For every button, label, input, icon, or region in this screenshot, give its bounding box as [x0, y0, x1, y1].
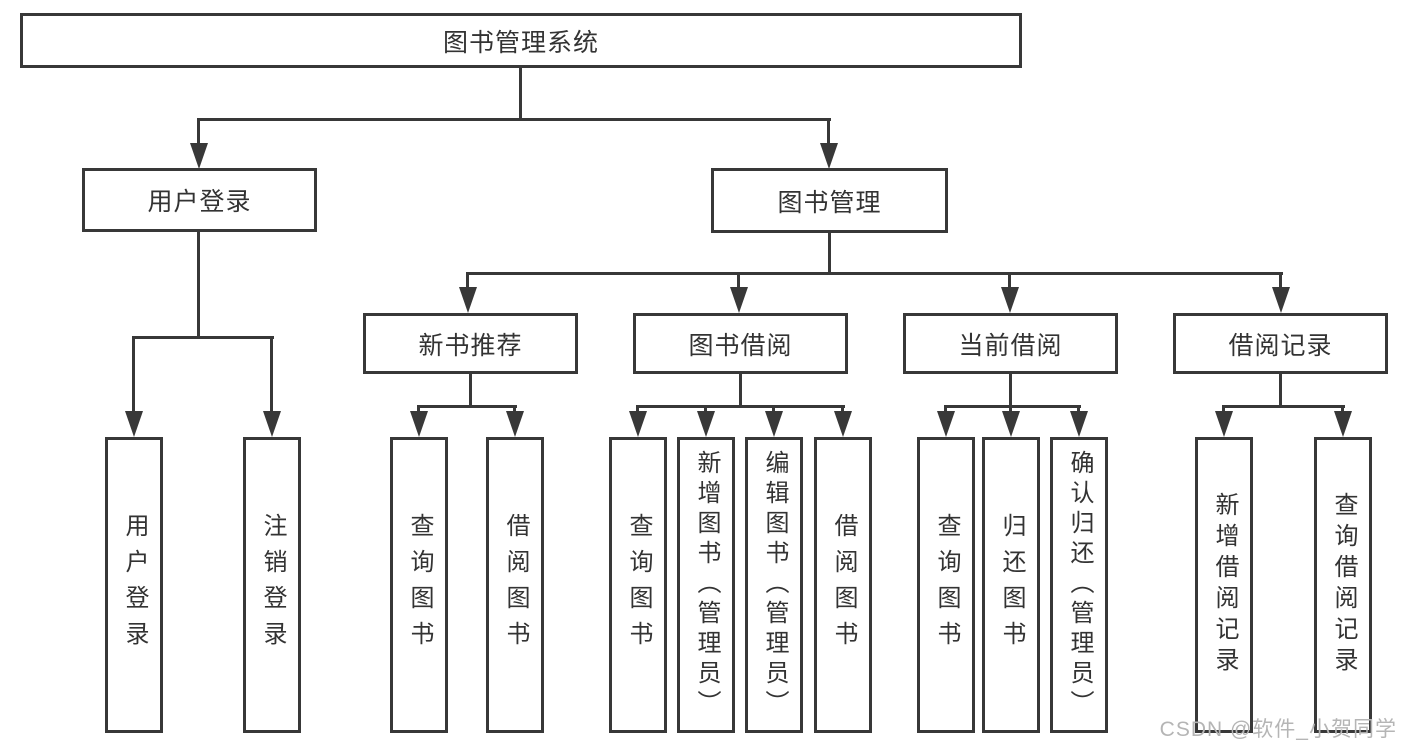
connector-line [841, 405, 844, 415]
node-label: 查询图书 [625, 513, 652, 657]
arrow-down-icon [190, 143, 208, 169]
arrow-down-icon [1334, 411, 1352, 437]
leaf-edit-book-admin: 编辑图书（管理员） [745, 437, 803, 733]
connector-line [1341, 405, 1344, 415]
node-label: 归还图书 [998, 513, 1025, 657]
arrow-down-icon [1070, 411, 1088, 437]
node-label: 图书管理 [777, 188, 882, 217]
node-label: 确认归还（管理员） [1066, 450, 1093, 720]
node-label: 借阅记录 [1228, 331, 1333, 360]
node-book-borrowing: 图书借阅 [633, 313, 848, 374]
node-label: 图书管理系统 [442, 28, 599, 57]
connector-line [132, 336, 135, 411]
arrow-down-icon [697, 411, 715, 437]
arrow-down-icon [263, 411, 281, 437]
node-label: 新增借阅记录 [1211, 492, 1238, 678]
leaf-logout: 注销登录 [243, 437, 301, 733]
node-new-book-recommendation: 新书推荐 [363, 313, 578, 374]
connector-line [636, 405, 639, 415]
arrow-down-icon [459, 287, 477, 313]
leaf-query-borrowing-record: 查询借阅记录 [1314, 437, 1372, 733]
node-label: 编辑图书（管理员） [761, 450, 788, 720]
connector-line [636, 405, 845, 408]
arrow-down-icon [506, 411, 524, 437]
node-label: 借阅图书 [502, 513, 529, 657]
node-label: 注销登录 [259, 513, 286, 657]
arrow-down-icon [410, 411, 428, 437]
connector-line [417, 405, 517, 408]
leaf-user-login: 用户登录 [105, 437, 163, 733]
arrow-down-icon [834, 411, 852, 437]
connector-line [469, 374, 472, 405]
connector-line [467, 272, 1283, 275]
node-label: 查询图书 [406, 513, 433, 657]
leaf-return-books: 归还图书 [982, 437, 1040, 733]
node-user-login: 用户登录 [82, 168, 317, 232]
leaf-query-books-recommend: 查询图书 [390, 437, 448, 733]
connector-line [1009, 405, 1012, 415]
node-label: 当前借阅 [958, 331, 1063, 360]
connector-line [1008, 272, 1011, 288]
node-label: 查询图书 [933, 513, 960, 657]
node-label: 新增图书（管理员） [693, 450, 720, 720]
node-label: 新书推荐 [418, 331, 523, 360]
node-label: 用户登录 [147, 188, 252, 216]
connector-line [1222, 405, 1225, 415]
connector-line [270, 336, 273, 411]
node-label: 图书借阅 [688, 331, 793, 360]
connector-line [519, 68, 522, 118]
connector-line [1279, 374, 1282, 405]
node-label: 借阅图书 [830, 513, 857, 657]
arrow-down-icon [820, 143, 838, 169]
arrow-down-icon [1001, 287, 1019, 313]
connector-line [772, 405, 775, 415]
connector-line [466, 272, 469, 288]
node-library-management-system: 图书管理系统 [20, 13, 1022, 68]
connector-line [828, 233, 831, 272]
connector-line [197, 232, 200, 336]
connector-line [1279, 272, 1282, 288]
node-label: 查询借阅记录 [1330, 492, 1357, 678]
connector-line [1009, 374, 1012, 405]
leaf-add-borrowing-record: 新增借阅记录 [1195, 437, 1253, 733]
arrow-down-icon [1272, 287, 1290, 313]
connector-line [197, 118, 200, 144]
connector-line [704, 405, 707, 415]
node-book-management: 图书管理 [711, 168, 948, 233]
arrow-down-icon [125, 411, 143, 437]
node-label: 用户登录 [121, 513, 148, 657]
connector-line [739, 374, 742, 405]
connector-line [944, 405, 1081, 408]
leaf-borrow-books-recommend: 借阅图书 [486, 437, 544, 733]
connector-line [133, 336, 274, 339]
connector-line [513, 405, 516, 415]
watermark-text: CSDN @软件_小贺同学 [1159, 718, 1397, 741]
node-current-borrowing: 当前借阅 [903, 313, 1118, 374]
arrow-down-icon [937, 411, 955, 437]
arrow-down-icon [765, 411, 783, 437]
connector-line [944, 405, 947, 415]
leaf-borrow-books-borrowing: 借阅图书 [814, 437, 872, 733]
connector-line [737, 272, 740, 288]
connector-line [198, 118, 831, 121]
connector-line [827, 118, 830, 144]
connector-line [417, 405, 420, 415]
leaf-confirm-return-admin: 确认归还（管理员） [1050, 437, 1108, 733]
node-borrowing-records: 借阅记录 [1173, 313, 1388, 374]
leaf-query-books-borrowing: 查询图书 [609, 437, 667, 733]
arrow-down-icon [1215, 411, 1233, 437]
connector-line [1222, 405, 1345, 408]
arrow-down-icon [629, 411, 647, 437]
arrow-down-icon [1002, 411, 1020, 437]
leaf-add-book-admin: 新增图书（管理员） [677, 437, 735, 733]
arrow-down-icon [730, 287, 748, 313]
leaf-query-books-current: 查询图书 [917, 437, 975, 733]
connector-line [1077, 405, 1080, 415]
